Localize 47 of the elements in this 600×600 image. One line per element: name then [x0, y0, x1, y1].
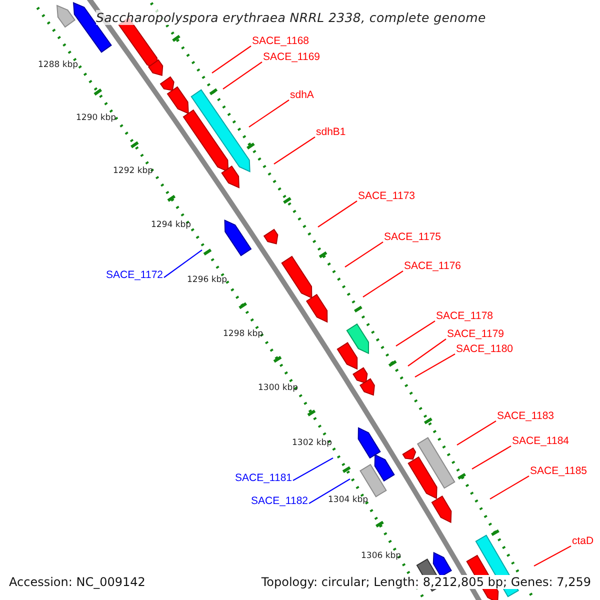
- gene-label: SACE_1176: [404, 260, 462, 273]
- tick-label: 1294 kbp: [151, 220, 192, 230]
- genome-stats-text: Topology: circular; Length: 8,212,805 bp; Genes: 7,259: [261, 575, 591, 589]
- leader-line: [212, 46, 252, 74]
- leader-line: [456, 420, 496, 446]
- gene-label: SACE_1180: [456, 343, 514, 356]
- leader-line: [472, 446, 512, 470]
- tick-label: 1288 kbp: [38, 60, 78, 70]
- gene-label: SACE_1181: [234, 472, 292, 485]
- tick-label: 1304 kbp: [328, 495, 368, 505]
- gene-label: SACE_1173: [358, 190, 416, 203]
- gene-label: SACE_1179: [447, 328, 504, 341]
- tick-label: 1292 kbp: [113, 166, 154, 176]
- gene-label: SACE_1182: [250, 495, 308, 508]
- tick-label: 1298 kbp: [223, 329, 264, 339]
- leader-line: [292, 458, 334, 481]
- gene-label: SACE_1168: [252, 35, 310, 48]
- leader-line: [344, 242, 384, 268]
- tick-label: 1290 kbp: [76, 113, 116, 123]
- gene-label: SACE_1183: [497, 410, 554, 423]
- leader-line: [274, 136, 316, 164]
- gene-label: SACE_1185: [530, 465, 588, 478]
- leader-line: [248, 100, 290, 128]
- gene-label: ctaD: [572, 535, 594, 548]
- leader-line: [490, 476, 530, 500]
- tick-label: 1300 kbp: [258, 383, 298, 393]
- accession-text: Accession: NC_009142: [9, 575, 146, 589]
- gene-label: SACE_1169: [263, 51, 320, 64]
- tick-label: 1296 kbp: [187, 275, 228, 285]
- gene-label: SACE_1184: [512, 435, 570, 448]
- leader-line: [534, 546, 572, 566]
- leader-line: [164, 250, 202, 278]
- gene-label: SACE_1178: [436, 310, 494, 323]
- leader-line: [414, 354, 456, 378]
- map-title: Saccharopolyspora erythraea NRRL 2338, complete genome: [96, 10, 486, 25]
- leader-line: [222, 62, 262, 90]
- leader-line: [308, 478, 350, 504]
- leader-line: [362, 270, 404, 298]
- leader-line: [408, 338, 446, 366]
- leader-line: [396, 320, 436, 346]
- gene-label: sdhA: [290, 89, 314, 102]
- gene-label: SACE_1175: [384, 231, 442, 244]
- gene-label: sdhB1: [316, 126, 346, 139]
- tick-label: 1306 kbp: [361, 551, 402, 561]
- tick-label: 1302 kbp: [292, 438, 332, 448]
- gene-label: SACE_1172: [106, 269, 163, 282]
- leader-line: [318, 200, 358, 228]
